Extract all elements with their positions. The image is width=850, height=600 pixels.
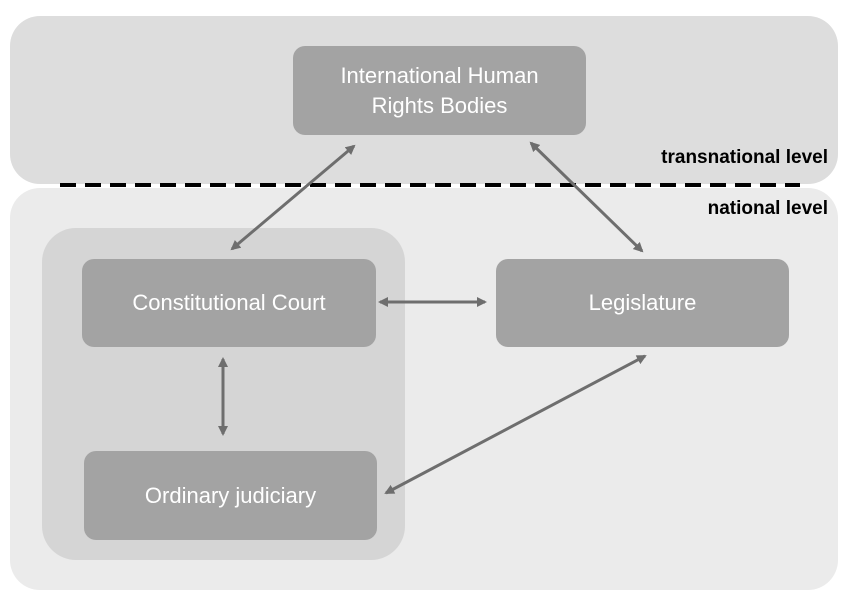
legislature-node: Legislature [496, 259, 789, 347]
national-level-label: national level [707, 198, 828, 219]
ordinary-judiciary-label: Ordinary judiciary [144, 482, 317, 508]
transnational-level-label: transnational level [661, 147, 828, 168]
arrow-ihrb-constitutional-court [230, 144, 356, 251]
legislature-label: Legislature [588, 290, 697, 315]
international-human-rights-bodies-label: International Human Rights Bodies [340, 62, 539, 118]
arrow-ihrb-legislature [529, 141, 644, 253]
arrow-ordinary-judiciary-legislature [384, 354, 647, 495]
constitutional-court-label: Constitutional Court [132, 290, 326, 315]
international-human-rights-bodies-node: International Human Rights Bodies [293, 46, 586, 135]
ordinary-judiciary-node: Ordinary judiciary [84, 451, 377, 540]
constitutional-court-node: Constitutional Court [82, 259, 376, 347]
